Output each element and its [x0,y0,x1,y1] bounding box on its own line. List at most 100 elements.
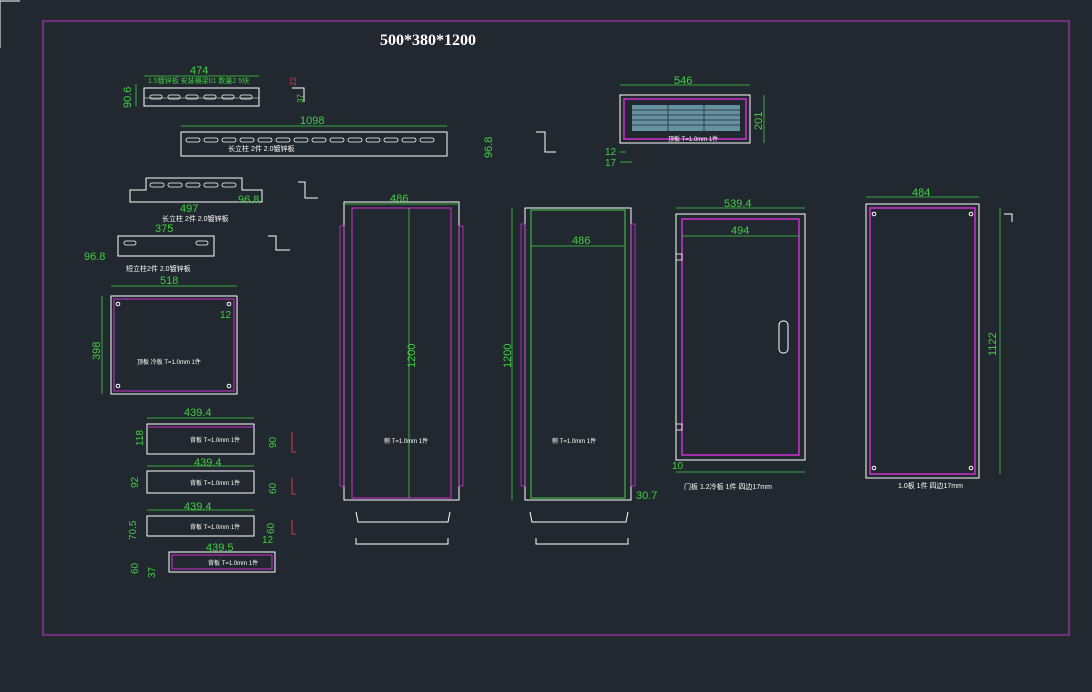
back-panel-outer [865,203,980,479]
mid-rail-label: 长立柱 2件 2.0镀锌板 [162,214,229,223]
top-rail-profile [292,87,305,102]
short-rail-label: 短立柱2件 2.0镀锌板 [126,264,191,273]
side-panel-left-inner [351,207,452,499]
vent-plate-dim-a: 12 [605,147,617,158]
top-rail-width-dim: 474 [190,65,208,77]
top-rail-height-dim: 90.6 [122,87,134,108]
small-plate-2-side-dim: 60 [268,482,279,494]
long-rail-body [180,131,448,157]
side-panel-right-bottom-bracket [535,538,629,545]
vent-plate-height-dim: 201 [753,112,765,130]
small-plate-1-body [146,423,255,455]
side-panel-right-flange-l [520,223,526,487]
side-panel-left-bottom-profile [355,511,451,523]
small-plate-3-profile [291,520,296,535]
side-panel-right-label: 侧 T=1.0mm 1件 [552,437,596,445]
side-panel-right-corner-dim: 30.7 [636,490,657,502]
top-plate-outer [110,295,238,395]
small-plate-4-height-dim: 60 [130,562,141,574]
vent-plate-outer [619,94,751,144]
long-rail-width-dim: 1098 [300,115,324,127]
small-plate-4: 439.5 60 37 背板 T=1.0mm 1件 [130,542,276,578]
back-panel-inner [869,207,976,475]
vent-grille [632,105,740,131]
small-plate-2: 439.4 92 背板 T=1.0mm 1件 60 [130,457,296,495]
door-outer-dim: 539.4 [724,198,752,210]
small-plate-4-body [168,551,276,573]
hole [871,465,877,471]
long-rail-label: 长立柱 2件 2.0镀锌板 [228,144,295,153]
door-inner [681,218,800,456]
mid-rail-height-dim: 96.8 [238,194,259,206]
small-plate-4-inner [171,554,273,570]
small-plate-1: 439.4 118 背板 T=1.0mm 1件 90 [135,407,296,455]
side-panel-right-inner [530,209,626,499]
long-rail-height-dim: 96.8 [483,137,495,158]
short-rail-slot [123,240,137,246]
top-rail-side-dim-b: 37 [296,94,305,103]
side-panel-right: 486 1200 30.7 侧 T=1.0mm 1件 [502,207,657,545]
top-plate-part: 518 398 12 顶板 冷板 T=1.0mm 1件 [91,275,238,395]
hole [968,211,974,217]
small-plate-2-body [146,470,255,494]
vent-grille-lines [632,105,740,131]
door-inner-dim: 494 [731,225,749,237]
door-label: 门板 1.2冷板 1件 四边17mm [684,482,772,491]
top-plate-corner-dim: 12 [220,310,232,321]
top-plate-height-dim: 398 [91,342,103,360]
back-panel: 484 1122 1.0板 1件 四边17mm [865,187,1013,490]
side-panel-right-flange-r [630,223,636,487]
small-plate-1-label: 背板 T=1.0mm 1件 [190,436,240,444]
side-panel-right-bottom-profile [529,511,629,523]
vent-plate-inner [623,98,747,140]
top-rail-side-dim-a: 22 [289,77,298,86]
small-plate-2-height-dim: 92 [130,476,141,488]
long-rail-slots [185,137,435,143]
side-panel-left-bottom-bracket [355,538,449,545]
side-panel-left-flange-r [458,225,464,487]
back-panel-height-dim: 1122 [987,332,999,356]
door-handle [778,320,789,354]
side-panel-left: 486 1200 侧 T=1.0mm 1件 [339,193,464,545]
door-bottom-dim: 10 [672,461,684,472]
side-panel-left-flange-l [339,225,345,487]
back-panel-label: 1.0板 1件 四边17mm [898,481,963,490]
hole [115,383,121,389]
short-rail-slot [195,240,209,246]
small-plate-1-side-dim: 90 [268,436,279,448]
hole [115,301,121,307]
vent-plate-width-dim: 546 [674,75,692,87]
small-plate-3-body [146,515,255,537]
side-panel-left-height-dim: 1200 [406,344,418,368]
side-panel-right-width-dim: 486 [572,235,590,247]
small-plate-2-label: 背板 T=1.0mm 1件 [190,479,240,487]
vent-plate-part: 546 201 12 17 顶板 T=1.0mm 1件 [605,75,765,169]
hole [226,383,232,389]
mid-rail-slots [149,182,237,188]
small-plate-3-width-dim: 439.4 [184,501,212,513]
short-rail-profile [268,235,290,251]
mid-rail-body [129,177,263,203]
top-rail-body [143,87,260,107]
back-panel-profile [1004,213,1013,222]
top-rail-label: 1.5镀锌板 安装横梁01 数量2 5块 [148,76,249,85]
small-plate-4-label: 背板 T=1.0mm 1件 [208,559,258,567]
top-plate-inner [113,298,235,392]
small-plate-1-height-dim: 118 [135,430,146,446]
top-plate-label: 顶板 冷板 T=1.0mm 1件 [137,358,201,366]
side-panel-right-height-dim: 1200 [502,344,514,368]
short-rail-body [117,235,215,257]
short-rail-part: 375 96.8 短立柱2件 2.0镀锌板 [84,223,290,273]
small-plate-1-width-dim: 439.4 [184,407,212,419]
long-rail-profile [536,131,556,153]
mid-rail-width-dim: 497 [180,203,198,215]
door-outer [675,213,806,461]
small-plate-3-label: 背板 T=1.0mm 1件 [190,523,240,531]
hole [968,465,974,471]
mid-rail-profile [298,181,318,199]
mid-rail-part: 497 96.8 长立柱 2件 2.0镀锌板 [129,177,318,223]
hole [226,301,232,307]
small-plate-3-side-dim: 60 [266,522,277,534]
